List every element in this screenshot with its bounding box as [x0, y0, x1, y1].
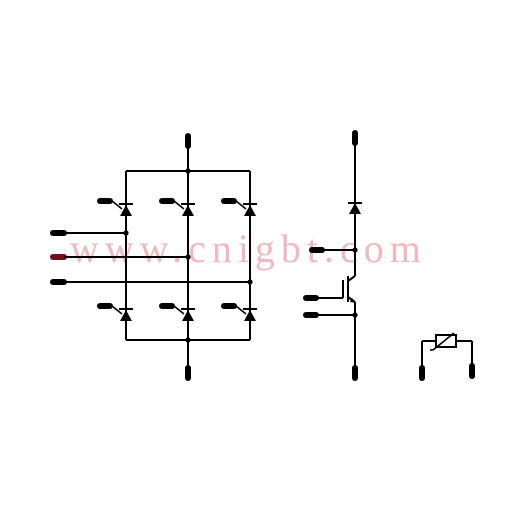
thyristor-icon: [221, 198, 257, 216]
thyristor-icon: [97, 303, 133, 321]
thyristor-icon: [159, 303, 195, 321]
thermistor-icon: [419, 332, 475, 381]
igbt-icon: [322, 275, 356, 303]
thyristor-bridge: [50, 133, 257, 381]
thyristor-icon: [221, 303, 257, 321]
diode-icon: [348, 202, 362, 214]
igbt-chopper: [303, 130, 362, 381]
thyristor-icon: [159, 198, 195, 216]
thyristor-icon: [97, 198, 133, 216]
